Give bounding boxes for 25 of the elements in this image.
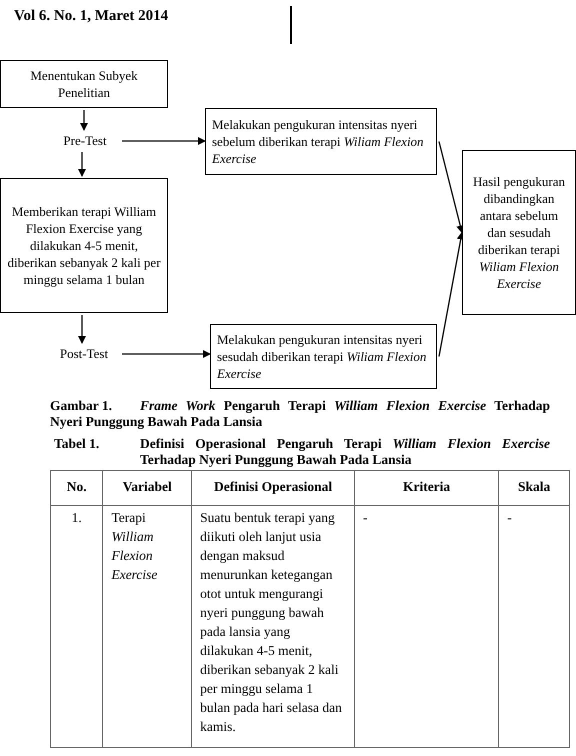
arrow (78, 315, 86, 344)
table-cell: - (498, 506, 570, 748)
process-box: Melakukan pengukuran intensitas nyeri sesudah diberikan terapi Wiliam Flexion Exercise (210, 324, 437, 389)
column-header: Kriteria (354, 470, 499, 506)
issue-info: Vol 6. No. 1, Maret 2014 (14, 8, 168, 25)
table-cell: Suatu bentuk terapi yang diikuti oleh lanjut usia dengan maksud menurunkan ketegangan otot untuk mengurangi nyeri punggung bawah pada lansia yang dilakukan 4-5 menit, diberikan sebanyak 2 kali per minggu selama 1 bulan pada hari selasa dan kamis. (192, 506, 354, 748)
process-box: Memberikan terapi William Flexion Exercise yang dilakukan 4-5 menit, diberikan sebanyak 2 kali per minggu selama 1 bulan (0, 178, 168, 313)
column-header: Definisi Operasional (192, 470, 354, 506)
table-cell: Terapi William Flexion Exercise (102, 506, 192, 748)
process-box: Menentukan Subyek Penelitian (0, 60, 168, 108)
column-header: Skala (498, 470, 570, 506)
column-header: No. (50, 470, 103, 506)
table-cell: - (354, 506, 499, 748)
table-cell: 1. (50, 506, 103, 748)
arrow (122, 350, 211, 358)
table-title: Definisi Operasional Pengaruh Terapi William Flexion Exercise Terhadap Nyeri Punggung Bawah Pada Lansia (140, 436, 550, 468)
process-box: Melakukan pengukuran intensitas nyeri sebelum diberikan terapi Wiliam Flexion Exercise (205, 108, 437, 175)
figure-caption: Gambar 1. Frame Work Pengaruh Terapi William Flexion Exercise Terhadap Nyeri Punggung Bawah Pada Lansia (50, 398, 550, 430)
arrow (78, 152, 86, 177)
table-number: Tabel 1. (54, 436, 100, 452)
result-box: Hasil pengukuran dibandingkan antara sebelum dan sesudah diberikan terapi Wiliam Flexion Exercise (462, 150, 576, 315)
arrow (122, 137, 206, 145)
arrow (438, 141, 464, 234)
arrow (80, 110, 88, 131)
column-header: Variabel (102, 470, 192, 506)
